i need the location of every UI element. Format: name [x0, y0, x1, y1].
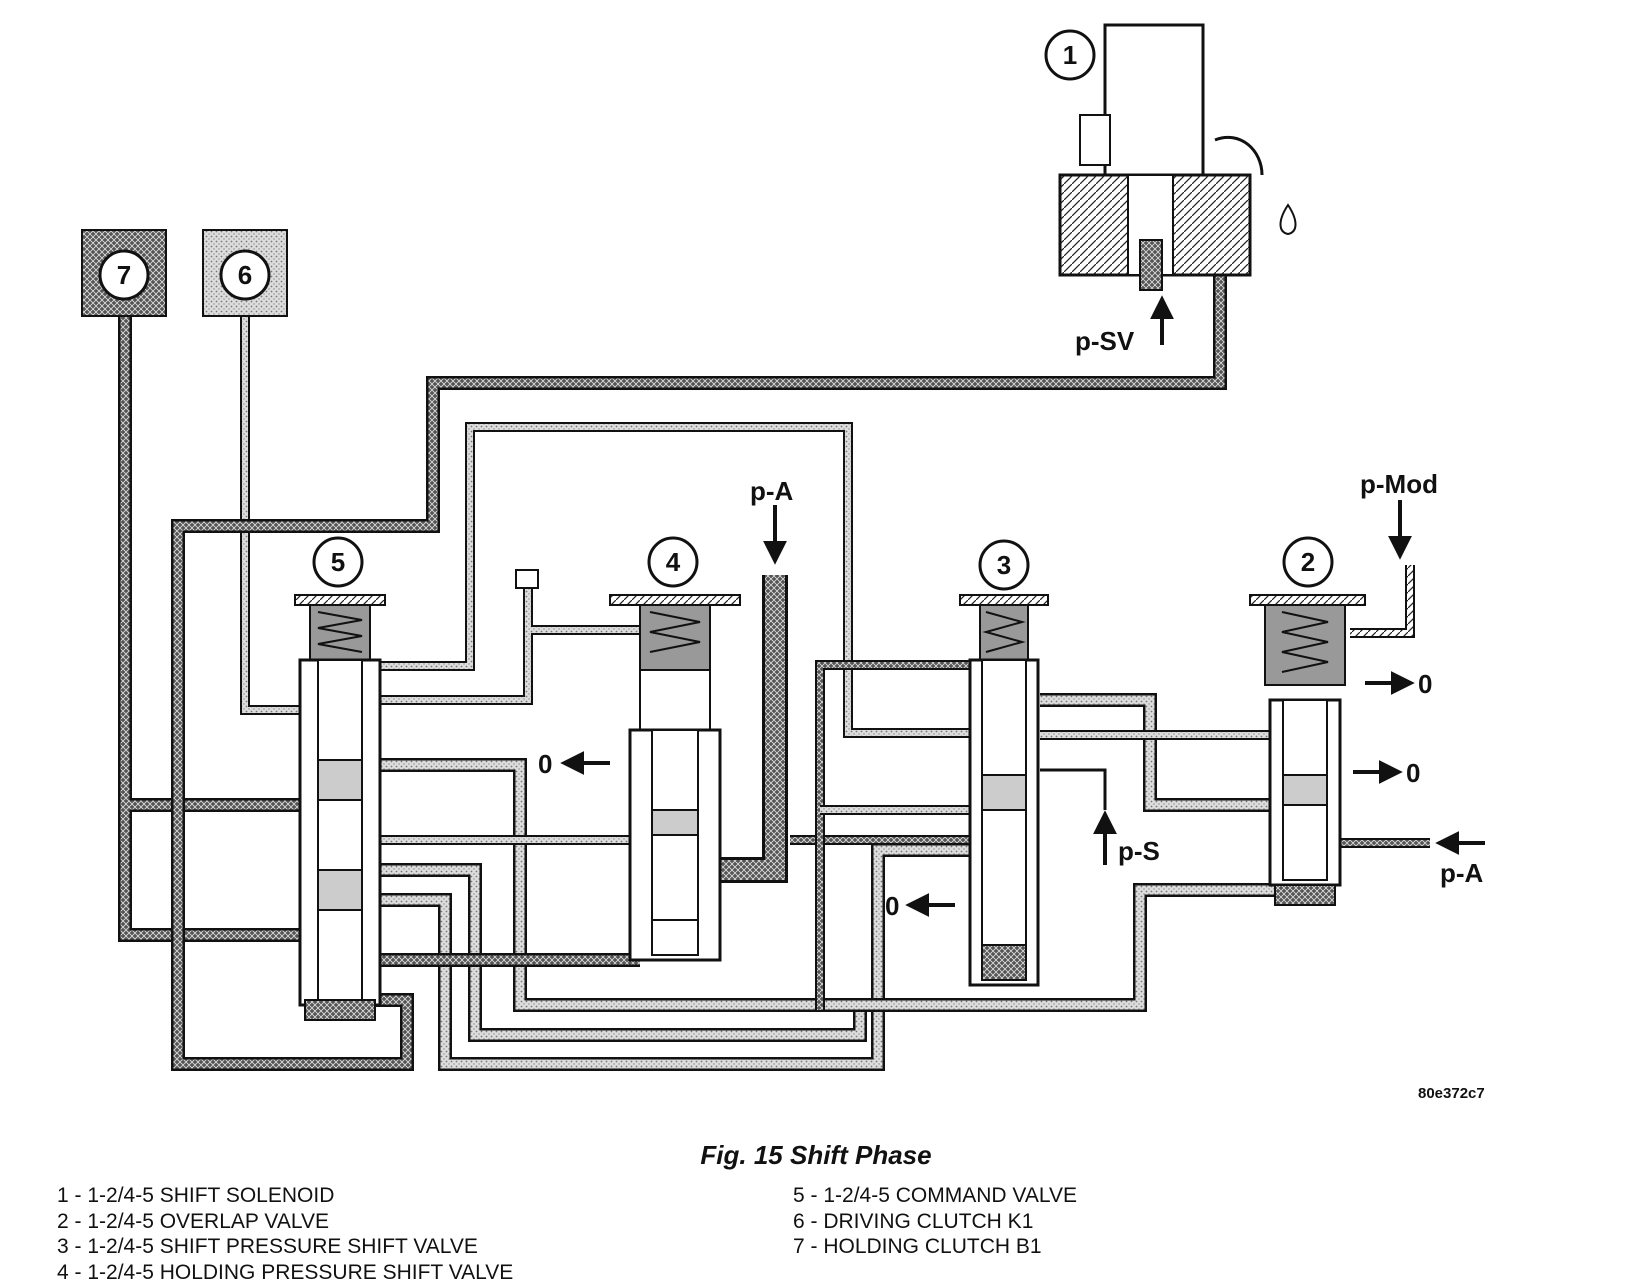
label-exhaust-1: 0 [1418, 669, 1432, 699]
label-p-mod: p-Mod [1360, 469, 1438, 499]
svg-text:7: 7 [117, 260, 131, 290]
label-exhaust-3: 0 [538, 749, 552, 779]
figure-caption: Fig. 15 Shift Phase [0, 1140, 1632, 1171]
svg-text:5: 5 [331, 547, 345, 577]
label-exhaust-4: 0 [885, 891, 899, 921]
legend-left: 1 - 1-2/4-5 SHIFT SOLENOID 2 - 1-2/4-5 O… [57, 1183, 513, 1285]
line-clutch-k1 [245, 315, 310, 710]
valve-2-overlap [1250, 595, 1365, 905]
label-exhaust-2: 0 [1406, 758, 1420, 788]
callout-6: 6 [221, 251, 269, 299]
callout-2: 2 [1284, 538, 1332, 586]
callout-5: 5 [314, 538, 362, 586]
line-clutch-b1 [125, 315, 310, 935]
label-p-s: p-S [1118, 836, 1160, 866]
figure-code: 80e372c7 [1418, 1085, 1485, 1102]
shift-solenoid-assembly [1060, 25, 1296, 290]
valve-4-holding-pressure [610, 595, 740, 960]
legend-item: 4 - 1-2/4-5 HOLDING PRESSURE SHIFT VALVE [57, 1260, 513, 1285]
valve-5-command [295, 595, 385, 1020]
label-p-a-top: p-A [750, 476, 794, 506]
svg-text:6: 6 [238, 260, 252, 290]
svg-text:4: 4 [666, 547, 681, 577]
svg-text:2: 2 [1301, 547, 1315, 577]
legend-right: 5 - 1-2/4-5 COMMAND VALVE 6 - DRIVING CL… [793, 1183, 1077, 1260]
label-p-sv: p-SV [1075, 326, 1135, 356]
line-plug [516, 570, 538, 588]
legend-item: 7 - HOLDING CLUTCH B1 [793, 1234, 1077, 1260]
legend-item: 5 - 1-2/4-5 COMMAND VALVE [793, 1183, 1077, 1209]
svg-text:3: 3 [997, 550, 1011, 580]
line-valve5-to-valve4 [370, 585, 640, 700]
callout-4: 4 [649, 538, 697, 586]
legend-item: 6 - DRIVING CLUTCH K1 [793, 1209, 1077, 1235]
valve-3-shift-pressure [960, 595, 1048, 985]
legend-item: 3 - 1-2/4-5 SHIFT PRESSURE SHIFT VALVE [57, 1234, 513, 1260]
leak-arrow-icon [1215, 137, 1262, 175]
fluid-drop-icon [1281, 205, 1296, 234]
hydraulic-diagram: 1 2 3 4 5 6 7 p-SV p-A p-Mod p- [0, 0, 1632, 1135]
svg-text:1: 1 [1063, 40, 1077, 70]
legend-item: 2 - 1-2/4-5 OVERLAP VALVE [57, 1209, 513, 1235]
label-p-a-right: p-A [1440, 858, 1484, 888]
callout-3: 3 [980, 541, 1028, 589]
callout-7: 7 [100, 251, 148, 299]
line-pS-feed [1040, 770, 1105, 810]
line-valve3-to-valve2-top [1040, 700, 1280, 805]
legend-item: 1 - 1-2/4-5 SHIFT SOLENOID [57, 1183, 513, 1209]
callout-1: 1 [1046, 31, 1094, 79]
